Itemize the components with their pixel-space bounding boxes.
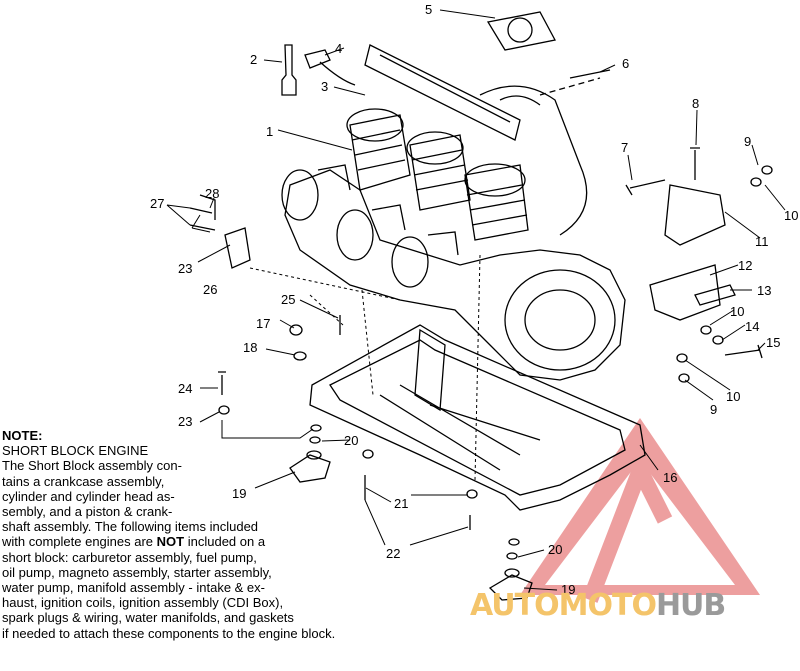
callout-20b: 20 [548,542,562,557]
head-gasket [486,11,556,51]
leader-lines [166,9,786,591]
callout-10: 10 [784,208,798,223]
callout-18: 18 [243,340,257,355]
callout-14: 14 [745,319,759,334]
note-title: NOTE: [2,428,43,443]
callout-10c: 10 [726,389,740,404]
part-6 [569,69,611,79]
note-line: with complete engines are NOT included o… [2,534,266,550]
note-line: tains a crankcase assembly, [2,473,165,489]
callout-24: 24 [178,381,192,396]
mounting-plate [309,324,646,511]
callout-9: 9 [744,134,751,149]
bolt-7 [625,179,666,196]
callout-2: 2 [250,52,257,67]
callout-28: 28 [205,186,219,201]
callout-16: 16 [663,470,677,485]
callout-21: 21 [394,496,408,511]
note-line: haust, ignition coils, ignition assembly… [2,595,284,611]
callout-19: 19 [232,486,246,501]
callout-9b: 9 [710,402,717,417]
bracket-11 [664,184,726,246]
note-line: shaft assembly. The following items incl… [2,519,259,535]
bracket-26 [224,227,251,269]
note-line: spark plugs & wiring, water manifolds, a… [2,610,294,626]
engine-mount-right [488,574,533,601]
crankcase [284,169,626,381]
callout-7: 7 [621,140,628,155]
callout-22: 22 [386,546,400,561]
note-line: cylinder and cylinder head as- [2,488,175,504]
callout-11: 11 [755,234,769,249]
cylinder-1 [349,114,411,191]
cylinder-2 [409,134,471,211]
watermark-triangle-logo [520,418,760,603]
bolt-15 [724,344,763,359]
callout-6: 6 [622,56,629,71]
note-line: The Short Block assembly con- [2,458,182,474]
callout-labels: 1 2 3 4 5 6 7 8 9 10 11 12 13 10 14 15 1… [150,2,798,597]
callout-5: 5 [425,2,432,17]
cylinder-3 [464,164,529,241]
spark-plug [281,44,297,96]
callout-15: 15 [766,335,780,350]
note-line: short block: carburetor assembly, fuel p… [2,549,257,565]
note-line: SHORT BLOCK ENGINE [2,443,149,459]
bolt-24 [218,371,226,395]
watermark-text-hub: HUB [655,588,726,623]
engine-mount-left [289,454,331,483]
callout-23: 23 [178,414,192,429]
water-manifold [364,44,521,141]
engine-drawing [189,11,773,601]
callout-27: 27 [150,196,164,211]
watermark-logo: AUTOMOTOHUB [470,588,726,623]
callout-17: 17 [256,316,270,331]
note-line: sembly, and a piston & crank- [2,504,173,520]
callout-1: 1 [266,124,273,139]
callout-3: 3 [321,79,328,94]
callout-20: 20 [344,433,358,448]
callout-10b: 10 [730,304,744,319]
callout-12: 12 [738,258,752,273]
watermark-text-auto-moto: AUTOMOTO [470,588,657,623]
note-line: if needed to attach these components to … [2,625,336,641]
callout-4: 4 [335,41,342,56]
bracket-12 [649,264,721,321]
callout-8: 8 [692,96,699,111]
callout-26: 26 [203,282,217,297]
note-line: water pump, manifold assembly - intake &… [2,580,265,596]
callout-13: 13 [757,283,771,298]
bolt-8 [690,147,700,180]
callout-25: 25 [281,292,295,307]
note-line: oil pump, magneto assembly, starter asse… [2,564,272,580]
short-block-note: NOTE: SHORT BLOCK ENGINE The Short Block… [2,428,402,641]
callout-19b: 19 [561,582,575,597]
callout-23b: 23 [178,261,192,276]
